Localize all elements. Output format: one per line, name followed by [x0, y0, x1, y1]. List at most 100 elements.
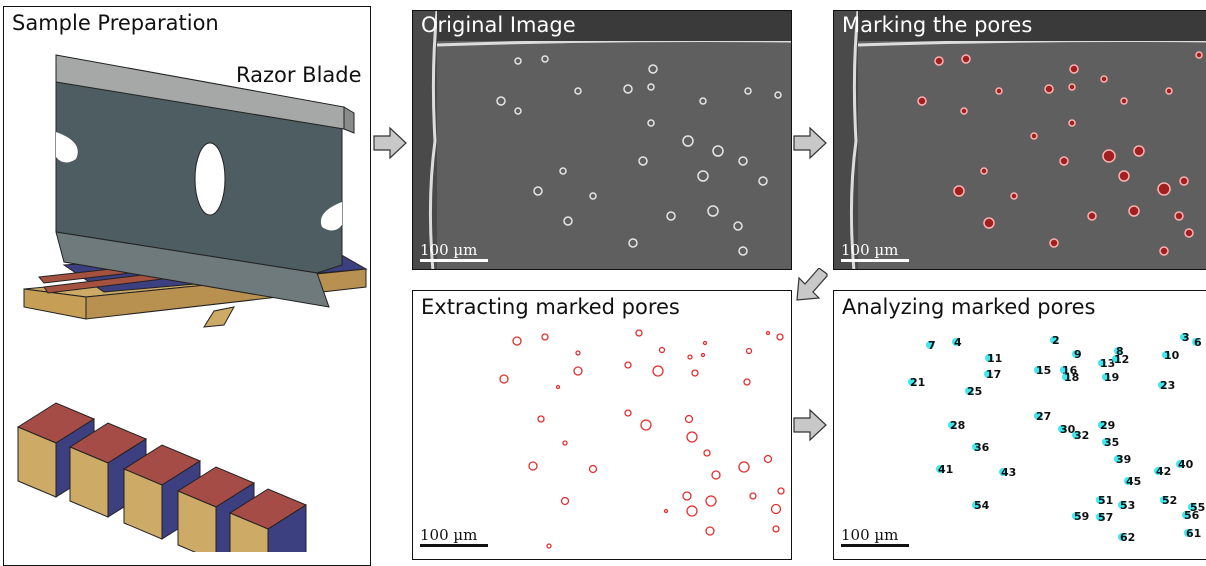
pore-number-text: 13 [1100, 357, 1116, 370]
marking-pores-title: Marking the pores [842, 13, 1033, 37]
pore-number-text: 57 [1098, 511, 1114, 524]
pore-number-text: 8 [1116, 345, 1124, 358]
arrow-right-icon [373, 126, 407, 160]
pore-marker [1072, 431, 1080, 439]
pore-number-text: 41 [938, 463, 954, 476]
pore-number-label: 39 [1114, 453, 1132, 466]
extracting-pores-title: Extracting marked pores [421, 295, 680, 319]
pore-number-text: 61 [1186, 527, 1202, 540]
pore-marker [1096, 496, 1104, 504]
pore-number-text: 51 [1098, 494, 1114, 507]
pore-marker [1112, 355, 1120, 363]
pore-number-text: 36 [974, 441, 990, 454]
extracted-pores-plot [499, 329, 785, 549]
pore-number-label: 45 [1124, 475, 1142, 488]
scale-bar: 100 µm [841, 526, 909, 547]
pore-number-label: 35 [1102, 436, 1120, 449]
pore-number-label: 54 [972, 499, 990, 512]
pore-marker [1102, 438, 1110, 446]
pore-number-text: 6 [1194, 336, 1202, 349]
pore-number-label: 19 [1102, 371, 1120, 384]
pore-marker [1114, 455, 1122, 463]
pore-number-label: 29 [1098, 419, 1115, 432]
pore-number-text: 40 [1178, 458, 1194, 471]
pore-number-label: 61 [1184, 527, 1202, 540]
pore-number-label: 59 [1072, 510, 1089, 523]
pore-marker [1098, 359, 1106, 367]
pore-marker [984, 370, 992, 378]
razor-blade-illustration [16, 54, 368, 552]
pore-marker [985, 354, 993, 362]
pore-marker [1176, 460, 1184, 468]
pore-number-text: 39 [1116, 453, 1132, 466]
pore-marker [1098, 421, 1106, 429]
scale-bar-line [420, 544, 488, 547]
pore-number-text: 45 [1126, 475, 1142, 488]
pore-number-label: 42 [1154, 465, 1171, 478]
pore-number-label: 6 [1192, 336, 1202, 349]
pore-number-text: 3 [1182, 331, 1190, 344]
pore-marker [1060, 366, 1068, 374]
pore-marker [1062, 373, 1070, 381]
pore-number-label: 7 [926, 339, 936, 352]
pore-marker [1162, 351, 1170, 359]
pore-marker [1096, 513, 1104, 521]
pore-number-label: 51 [1096, 494, 1114, 507]
pore-number-label: 10 [1162, 349, 1180, 362]
pore-number-label: 28 [948, 419, 966, 432]
pore-number-text: 27 [1036, 410, 1052, 423]
pore-marker [1102, 373, 1110, 381]
pore-number-text: 32 [1074, 429, 1090, 442]
marking-pores-panel: Marking the pores 100 µm [833, 10, 1206, 270]
pore-number-text: 52 [1162, 494, 1178, 507]
pore-number-text: 25 [967, 385, 983, 398]
pore-number-label: 62 [1118, 531, 1136, 544]
pore-marker [948, 421, 956, 429]
arrow-right-icon [793, 126, 827, 160]
pore-marker [1050, 336, 1058, 344]
pore-number-label: 41 [936, 463, 954, 476]
pore-marker [1124, 477, 1132, 485]
extracting-pores-panel: Extracting marked pores 100 µm [412, 290, 792, 560]
pore-number-text: 62 [1120, 531, 1136, 544]
pore-number-text: 11 [987, 352, 1003, 365]
pore-number-label: 11 [985, 352, 1003, 365]
pore-marker [965, 387, 973, 395]
pore-number-text: 21 [910, 376, 926, 389]
pore-number-text: 18 [1064, 371, 1080, 384]
pore-number-text: 4 [954, 336, 962, 349]
pore-number-text: 15 [1036, 364, 1052, 377]
pore-marker [1072, 512, 1080, 520]
sem-micrograph-marked [834, 11, 1206, 269]
pore-number-label: 30 [1058, 423, 1075, 436]
pore-number-label: 17 [984, 368, 1001, 381]
pore-number-label: 15 [1034, 364, 1052, 377]
analyzing-pores-title: Analyzing marked pores [842, 295, 1096, 319]
pore-marker [926, 341, 934, 349]
pore-number-label: 57 [1096, 511, 1114, 524]
pore-number-text: 53 [1120, 499, 1136, 512]
pore-marker [1034, 366, 1042, 374]
pore-number-label: 12 [1112, 353, 1129, 366]
pore-number-text: 55 [1190, 501, 1206, 514]
scale-bar-line [841, 259, 909, 262]
pore-number-label: 25 [965, 385, 983, 398]
pore-number-text: 10 [1164, 349, 1180, 362]
scale-bar-label: 100 µm [420, 241, 478, 259]
pore-number-label: 13 [1098, 357, 1116, 370]
pore-marker [1058, 425, 1066, 433]
pore-number-text: 35 [1104, 436, 1120, 449]
pore-number-label: 32 [1072, 429, 1090, 442]
pore-number-label: 52 [1160, 494, 1178, 507]
pore-number-label: 53 [1118, 499, 1136, 512]
pore-number-label: 4 [952, 336, 962, 349]
sample-preparation-title: Sample Preparation [12, 11, 219, 35]
scale-bar-label: 100 µm [841, 241, 899, 259]
pore-number-label: 43 [999, 466, 1016, 479]
scale-bar-label: 100 µm [841, 526, 899, 544]
pore-number-text: 54 [974, 499, 990, 512]
pore-number-text: 19 [1104, 371, 1120, 384]
pore-number-text: 28 [950, 419, 966, 432]
pore-marker [908, 378, 916, 386]
